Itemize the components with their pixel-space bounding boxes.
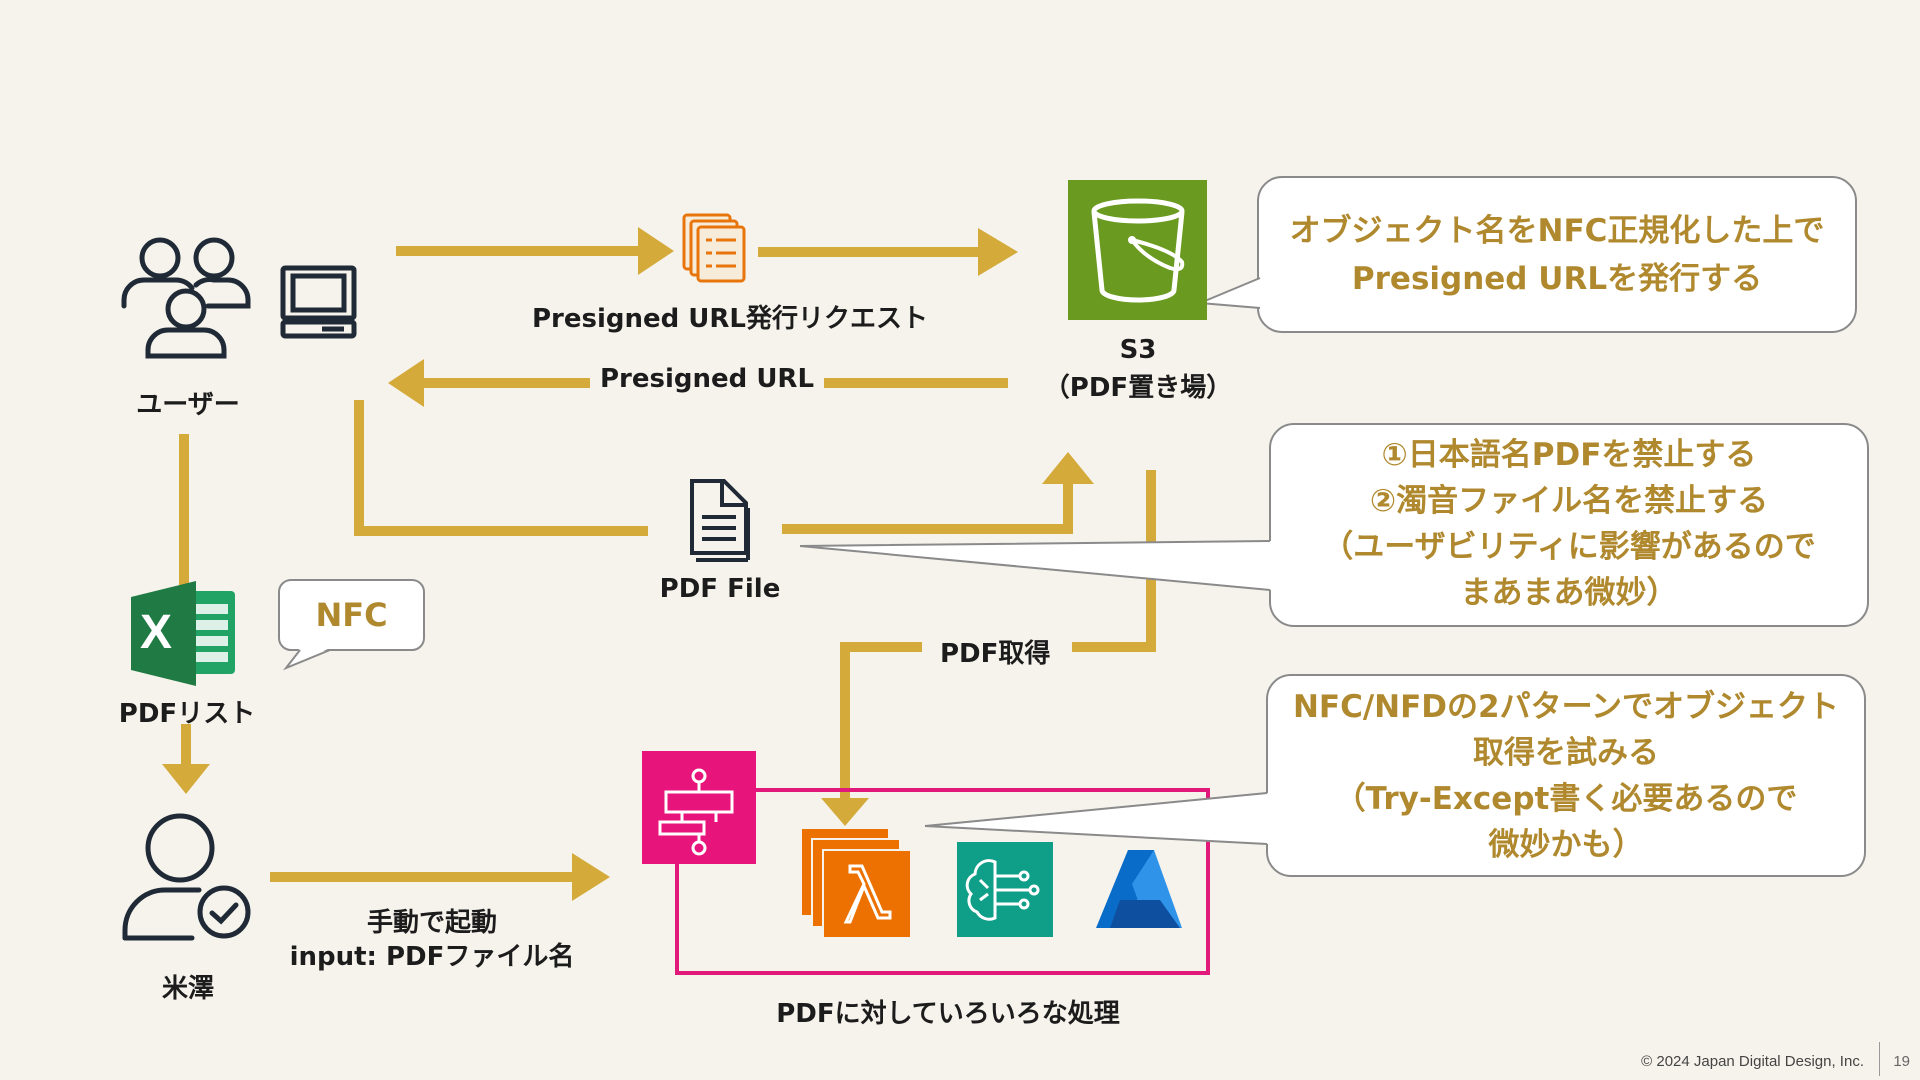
proc-note-line4: 微妙かも）	[1488, 827, 1644, 863]
users-label: ユーザー	[136, 390, 240, 420]
ml-service-icon	[957, 842, 1053, 937]
s3-label-line1: S3	[1119, 335, 1157, 365]
s3-label-line2: （PDF置き場）	[1043, 373, 1233, 403]
pdf-note-line3: （ユーザビリティに影響があるので	[1322, 529, 1816, 565]
manual-start-line2: input: PDFファイル名	[289, 942, 575, 972]
callout-nfc-badge	[278, 579, 425, 671]
processing-group-label: PDFに対していろいろな処理	[776, 999, 1120, 1029]
proc-note-line1: NFC/NFDの2パターンでオブジェクト	[1292, 689, 1840, 725]
yonezawa-label: 米澤	[161, 974, 214, 1004]
arrow-request-left	[396, 227, 674, 275]
excel-icon	[131, 581, 235, 686]
arrow-manual-start	[270, 853, 610, 901]
users-group-icon	[121, 237, 251, 359]
arrow-pdf-fetch	[821, 470, 1156, 826]
arrow-list-to-yonezawa	[162, 724, 210, 794]
presign-request-icon	[682, 213, 746, 283]
callout-pdf-note	[799, 423, 1869, 627]
s3-note-line1: オブジェクト名をNFC正規化した上で	[1289, 213, 1825, 249]
excel-letter: X	[140, 606, 173, 659]
pdf-list-label: PDFリスト	[118, 699, 256, 729]
pdf-fetch-label: PDF取得	[930, 633, 1061, 670]
pdf-note-line4: まあまあ微妙）	[1460, 575, 1678, 611]
footer-divider	[1879, 1042, 1880, 1076]
step-functions-icon	[642, 751, 756, 864]
callout-s3-note	[1199, 176, 1857, 333]
proc-note-line2: 取得を試みる	[1473, 735, 1659, 771]
lambda-icon	[800, 827, 912, 939]
nfc-badge-text: NFC	[315, 596, 388, 634]
user-check-icon	[122, 813, 251, 941]
presign-request-label: Presigned URL発行リクエスト	[531, 304, 929, 334]
manual-start-line1: 手動で起動	[366, 908, 497, 938]
presigned-url-label: Presigned URL	[590, 364, 825, 394]
page-number: 19	[1893, 1053, 1910, 1070]
pdf-file-icon	[690, 479, 750, 562]
arrow-pdf-upload	[354, 400, 1094, 536]
s3-note-line2: Presigned URLを発行する	[1351, 261, 1763, 297]
pdf-note-line1: ①日本語名PDFを禁止する	[1381, 437, 1757, 473]
computer-icon	[280, 265, 357, 339]
azure-icon	[1096, 850, 1182, 928]
proc-note-line3: （Try-Except書く必要あるので	[1334, 781, 1798, 817]
pdf-note-line2: ②濁音ファイル名を禁止する	[1369, 483, 1769, 519]
arrow-request-right	[758, 228, 1018, 276]
footer-copyright: © 2024 Japan Digital Design, Inc.	[1641, 1053, 1864, 1070]
s3-bucket-icon	[1068, 180, 1207, 320]
pdf-file-label: PDF File	[659, 574, 781, 604]
callout-processing-note	[924, 674, 1866, 877]
processing-group-border	[675, 788, 1210, 975]
